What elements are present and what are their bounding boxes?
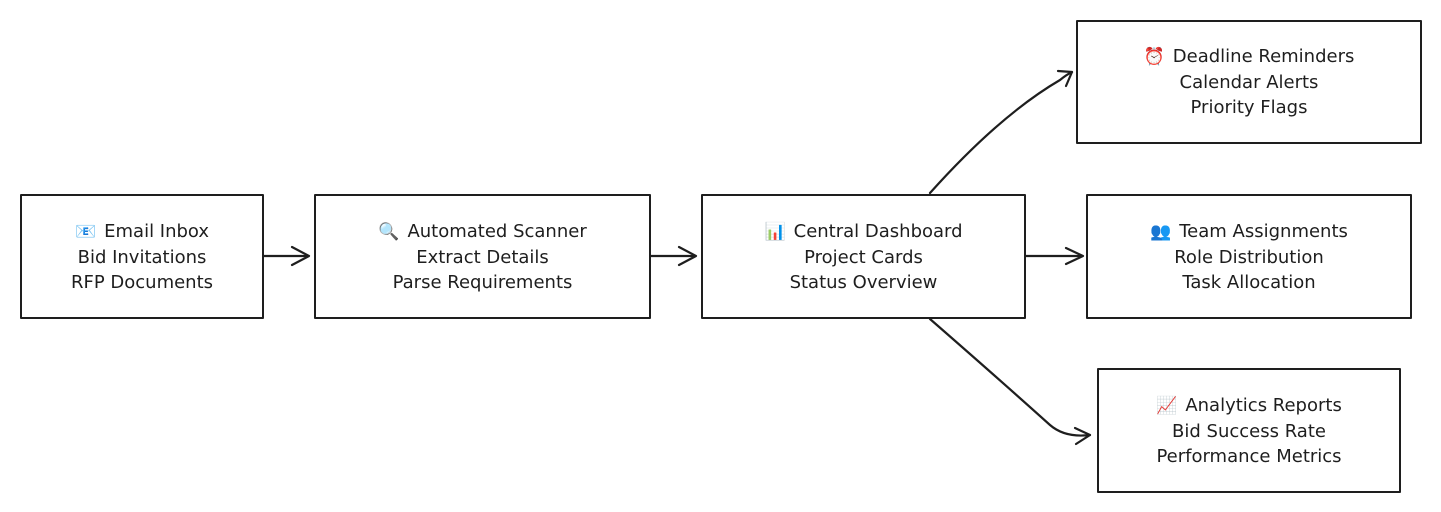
node-label: Status Overview — [789, 271, 938, 293]
node-label: Role Distribution — [1174, 246, 1324, 268]
arrow-scanner-to-dashboard — [649, 245, 698, 267]
node-title: ⏰ Deadline Reminders — [1144, 44, 1355, 70]
arrow-email-to-scanner — [262, 245, 311, 267]
node-automated-scanner[interactable]: 🔍 Automated Scanner Extract Details Parse… — [314, 194, 651, 319]
arrow-dashboard-to-deadline — [928, 69, 1074, 195]
node-label: Calendar Alerts — [1179, 72, 1319, 93]
node-label: Project Cards — [804, 246, 923, 268]
envelope-icon: 📧 — [74, 221, 97, 242]
alarm-clock-icon: ⏰ — [1143, 47, 1165, 67]
arrow-dashboard-to-analytics — [928, 317, 1092, 446]
node-deadline-reminders[interactable]: ⏰ Deadline Reminders Calendar Alerts Prio… — [1076, 20, 1422, 144]
node-label: Team Assignments — [1179, 220, 1348, 242]
node-label: RFP Documents — [70, 271, 214, 293]
node-label: Bid Success Rate — [1172, 420, 1326, 442]
node-team-assignments[interactable]: 👥 Team Assignments Role Distribution Task… — [1086, 194, 1412, 319]
node-central-dashboard[interactable]: 📊 Central Dashboard Project Cards Status … — [701, 194, 1026, 319]
node-label: Extract Details — [416, 246, 549, 268]
node-label: Parse Requirements — [392, 271, 573, 293]
node-title: 📧 Email Inbox — [75, 219, 209, 245]
people-icon: 👥 — [1150, 221, 1172, 242]
node-email-inbox[interactable]: 📧 Email Inbox Bid Invitations RFP Documen… — [20, 194, 264, 319]
node-analytics-reports[interactable]: 📈 Analytics Reports Bid Success Rate Perf… — [1097, 368, 1401, 493]
node-label: Analytics Reports — [1185, 394, 1342, 416]
arrow-dashboard-to-team — [1024, 246, 1085, 266]
node-label: Performance Metrics — [1156, 445, 1342, 467]
node-title: 📊 Central Dashboard — [764, 219, 962, 245]
node-label: Automated Scanner — [407, 220, 587, 242]
node-label: Task Allocation — [1182, 271, 1316, 293]
node-label: Email Inbox — [104, 220, 210, 242]
node-title: 🔍 Automated Scanner — [378, 219, 586, 245]
node-title: 📈 Analytics Reports — [1156, 393, 1342, 419]
magnifier-icon: 🔍 — [378, 221, 400, 242]
trend-chart-icon: 📈 — [1156, 395, 1178, 416]
node-label: Bid Invitations — [77, 246, 207, 268]
node-label: Deadline Reminders — [1172, 46, 1355, 67]
node-label: Priority Flags — [1190, 97, 1308, 118]
bar-chart-icon: 📊 — [764, 221, 786, 242]
node-title: 👥 Team Assignments — [1150, 219, 1348, 245]
node-label: Central Dashboard — [793, 220, 963, 242]
